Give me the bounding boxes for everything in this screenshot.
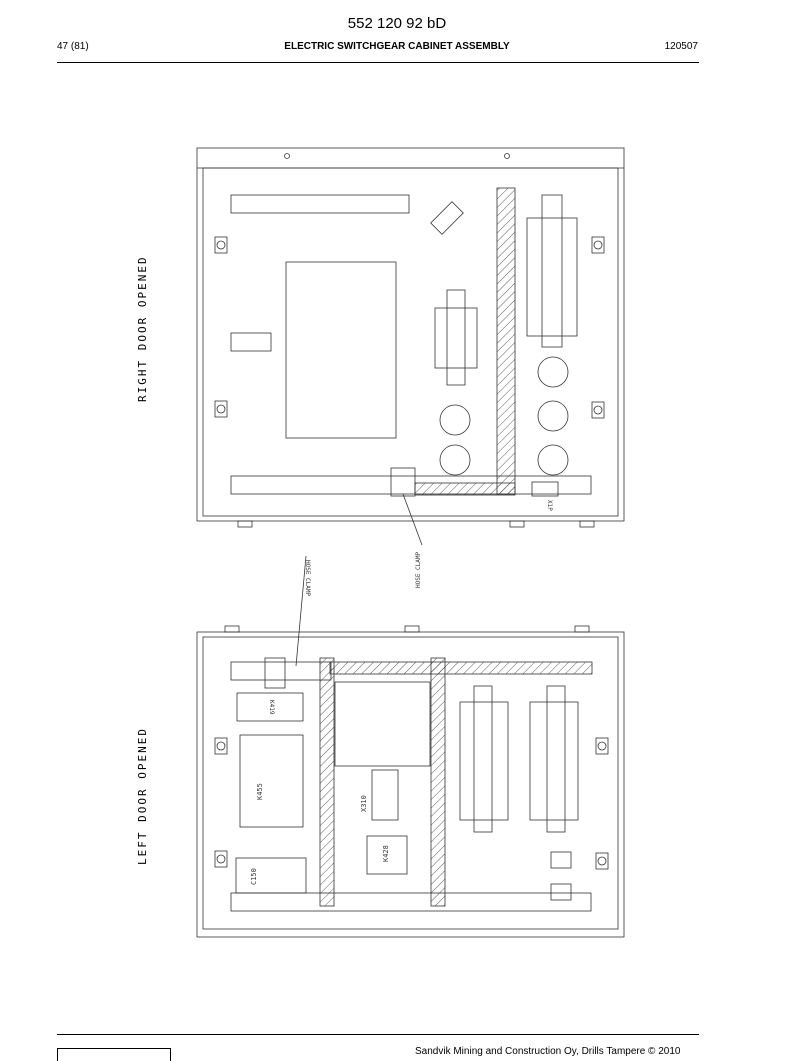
page-title: ELECTRIC SWITCHGEAR CABINET ASSEMBLY [284, 41, 510, 52]
page-number: 47 (81) [57, 41, 89, 52]
footer-rule [57, 1034, 699, 1035]
right-door-cabinet [196, 147, 625, 546]
date-code: 120507 [664, 41, 698, 52]
label-k455: K455 [256, 783, 264, 800]
label-k428: K428 [382, 845, 390, 862]
hose-clamp-label-right: HOSE CLAMP [415, 551, 422, 588]
label-k419: K419 [268, 700, 275, 715]
hose-clamp-label-left: HOSE CLAMP [304, 560, 311, 597]
header-rule [57, 62, 699, 63]
left-door-cabinet [196, 555, 625, 938]
label-x310: X310 [360, 795, 368, 812]
label-x1p: X1P [546, 500, 553, 511]
copyright: Sandvik Mining and Construction Oy, Dril… [415, 1046, 681, 1057]
brand-logo [57, 1048, 171, 1061]
label-c150: C150 [250, 868, 258, 885]
document-number: 552 120 92 bD [347, 15, 447, 32]
